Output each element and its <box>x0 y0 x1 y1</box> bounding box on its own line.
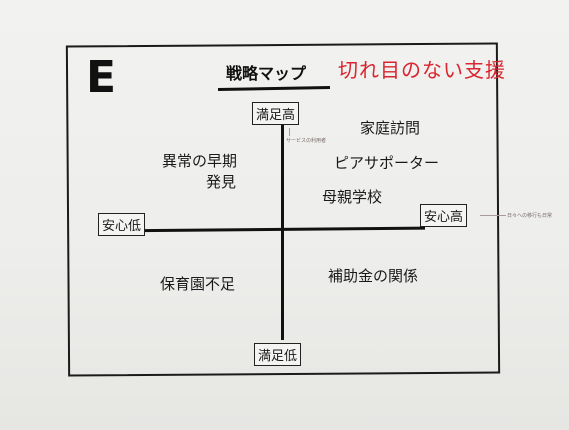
section-letter: E <box>86 52 117 103</box>
quadrant-top-right-line-3: 母親学校 <box>322 188 383 206</box>
quadrant-top-right-line-1: 家庭訪問 <box>360 119 421 137</box>
quadrant-top-right-line-2: ピアサポーター <box>334 154 440 172</box>
red-handwritten-note: 切れ目のない支援 <box>338 58 506 82</box>
quadrant-bottom-right-line-1: 補助金の関係 <box>328 267 419 285</box>
axis-label-right: 安心高 <box>420 204 468 227</box>
pencil-line <box>480 215 506 216</box>
pencil-line <box>289 128 290 136</box>
map-title: 戦略マップ <box>226 64 307 83</box>
quadrant-bottom-left-line-1: 保育園不足 <box>160 275 236 293</box>
quadrant-top-left-line-2: 発見 <box>206 173 237 191</box>
top-small-note: サービスの利用者 <box>286 138 327 144</box>
axis-label-top: 満足高 <box>252 102 300 125</box>
axis-label-left: 安心低 <box>98 213 146 236</box>
right-small-note: 日々への移行も日常 <box>507 213 553 219</box>
axis-label-bottom: 満足低 <box>254 343 302 366</box>
vertical-axis <box>281 112 284 340</box>
quadrant-top-left-line-1: 異常の早期 <box>162 152 238 170</box>
